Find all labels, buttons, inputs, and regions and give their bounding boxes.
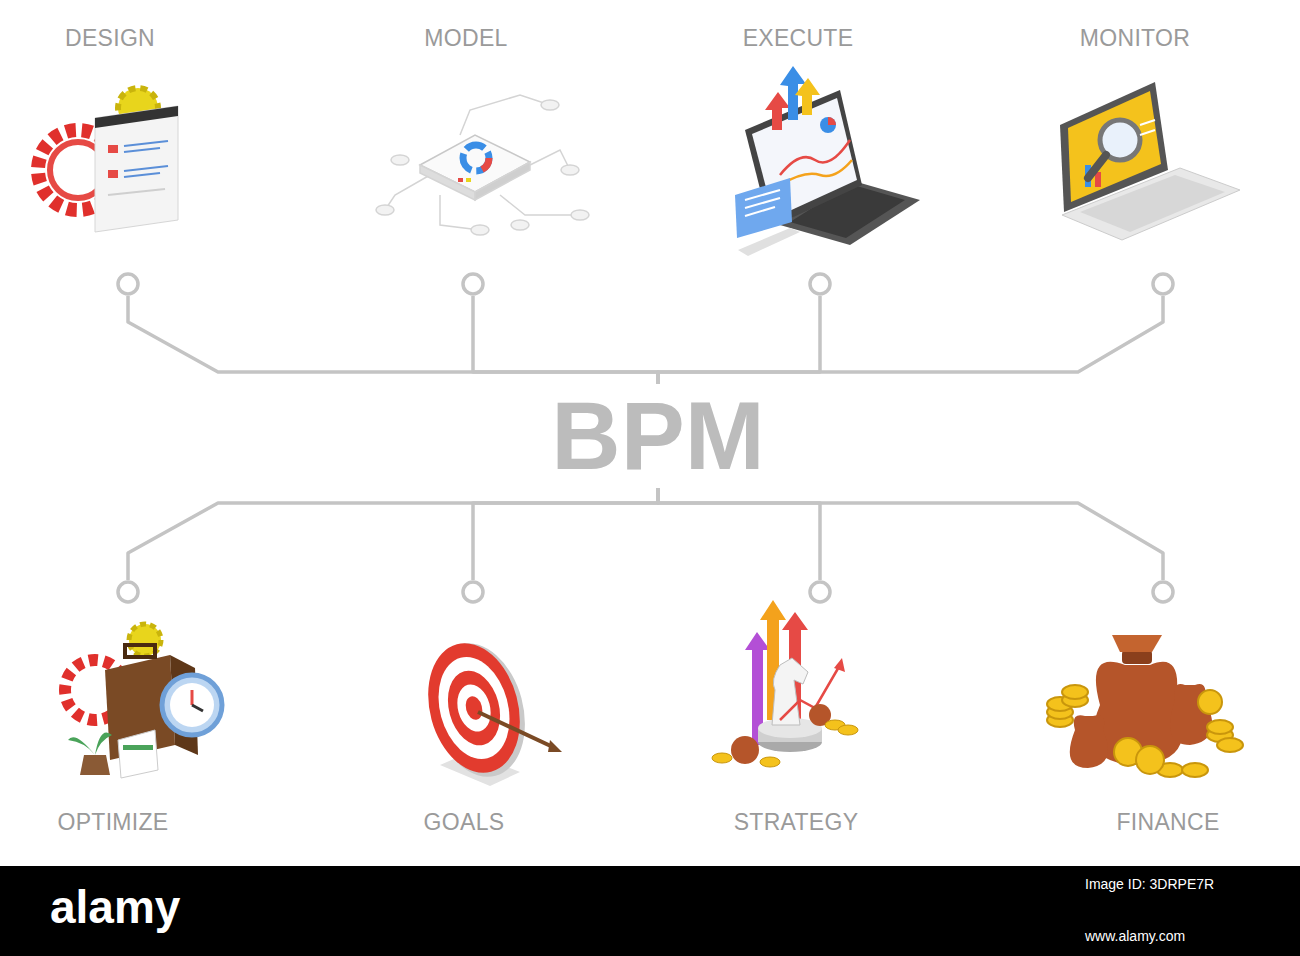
finance-icon [1047,635,1243,777]
model-icon [376,95,589,235]
stage-label: DESIGN [65,25,155,52]
execute-icon [735,66,920,256]
stage-label: FINANCE [1116,809,1219,836]
finance-node: FINANCE [1058,580,1278,836]
stage-label: EXECUTE [743,25,854,52]
execute-node: EXECUTE [688,25,908,296]
watermark-text: alamy [50,880,180,934]
stage-label: MONITOR [1080,25,1190,52]
model-node: MODEL [356,25,576,296]
goals-node: GOALS [354,580,574,836]
design-icon [38,88,178,232]
circuit-connector [118,274,658,384]
circuit-connector [658,274,1173,384]
hub-label: BPM [551,388,764,484]
watermark-text: Image ID: 3DRPE7R [1085,876,1214,892]
hub-title: BPM [541,384,774,488]
circuit-connector [463,488,658,602]
optimize-icon [65,624,222,778]
circuit-connector [658,488,830,602]
strategy-icon [712,600,858,767]
monitor-icon [1060,82,1240,240]
stage-label: GOALS [424,809,505,836]
circuit-connector [463,274,658,384]
strategy-node: STRATEGY [686,580,906,836]
optimize-node: OPTIMIZE [3,580,223,836]
design-node: DESIGN [0,25,220,296]
stage-label: MODEL [424,25,507,52]
circuit-connector [118,488,658,602]
watermark-bar [0,866,1300,956]
stage-label: OPTIMIZE [57,809,168,836]
watermark-text: www.alamy.com [1085,928,1185,944]
circuit-connector [658,274,830,384]
stage-label: STRATEGY [734,809,859,836]
circuit-connector [658,488,1173,602]
goals-icon [414,633,562,788]
monitor-node: MONITOR [1025,25,1245,296]
